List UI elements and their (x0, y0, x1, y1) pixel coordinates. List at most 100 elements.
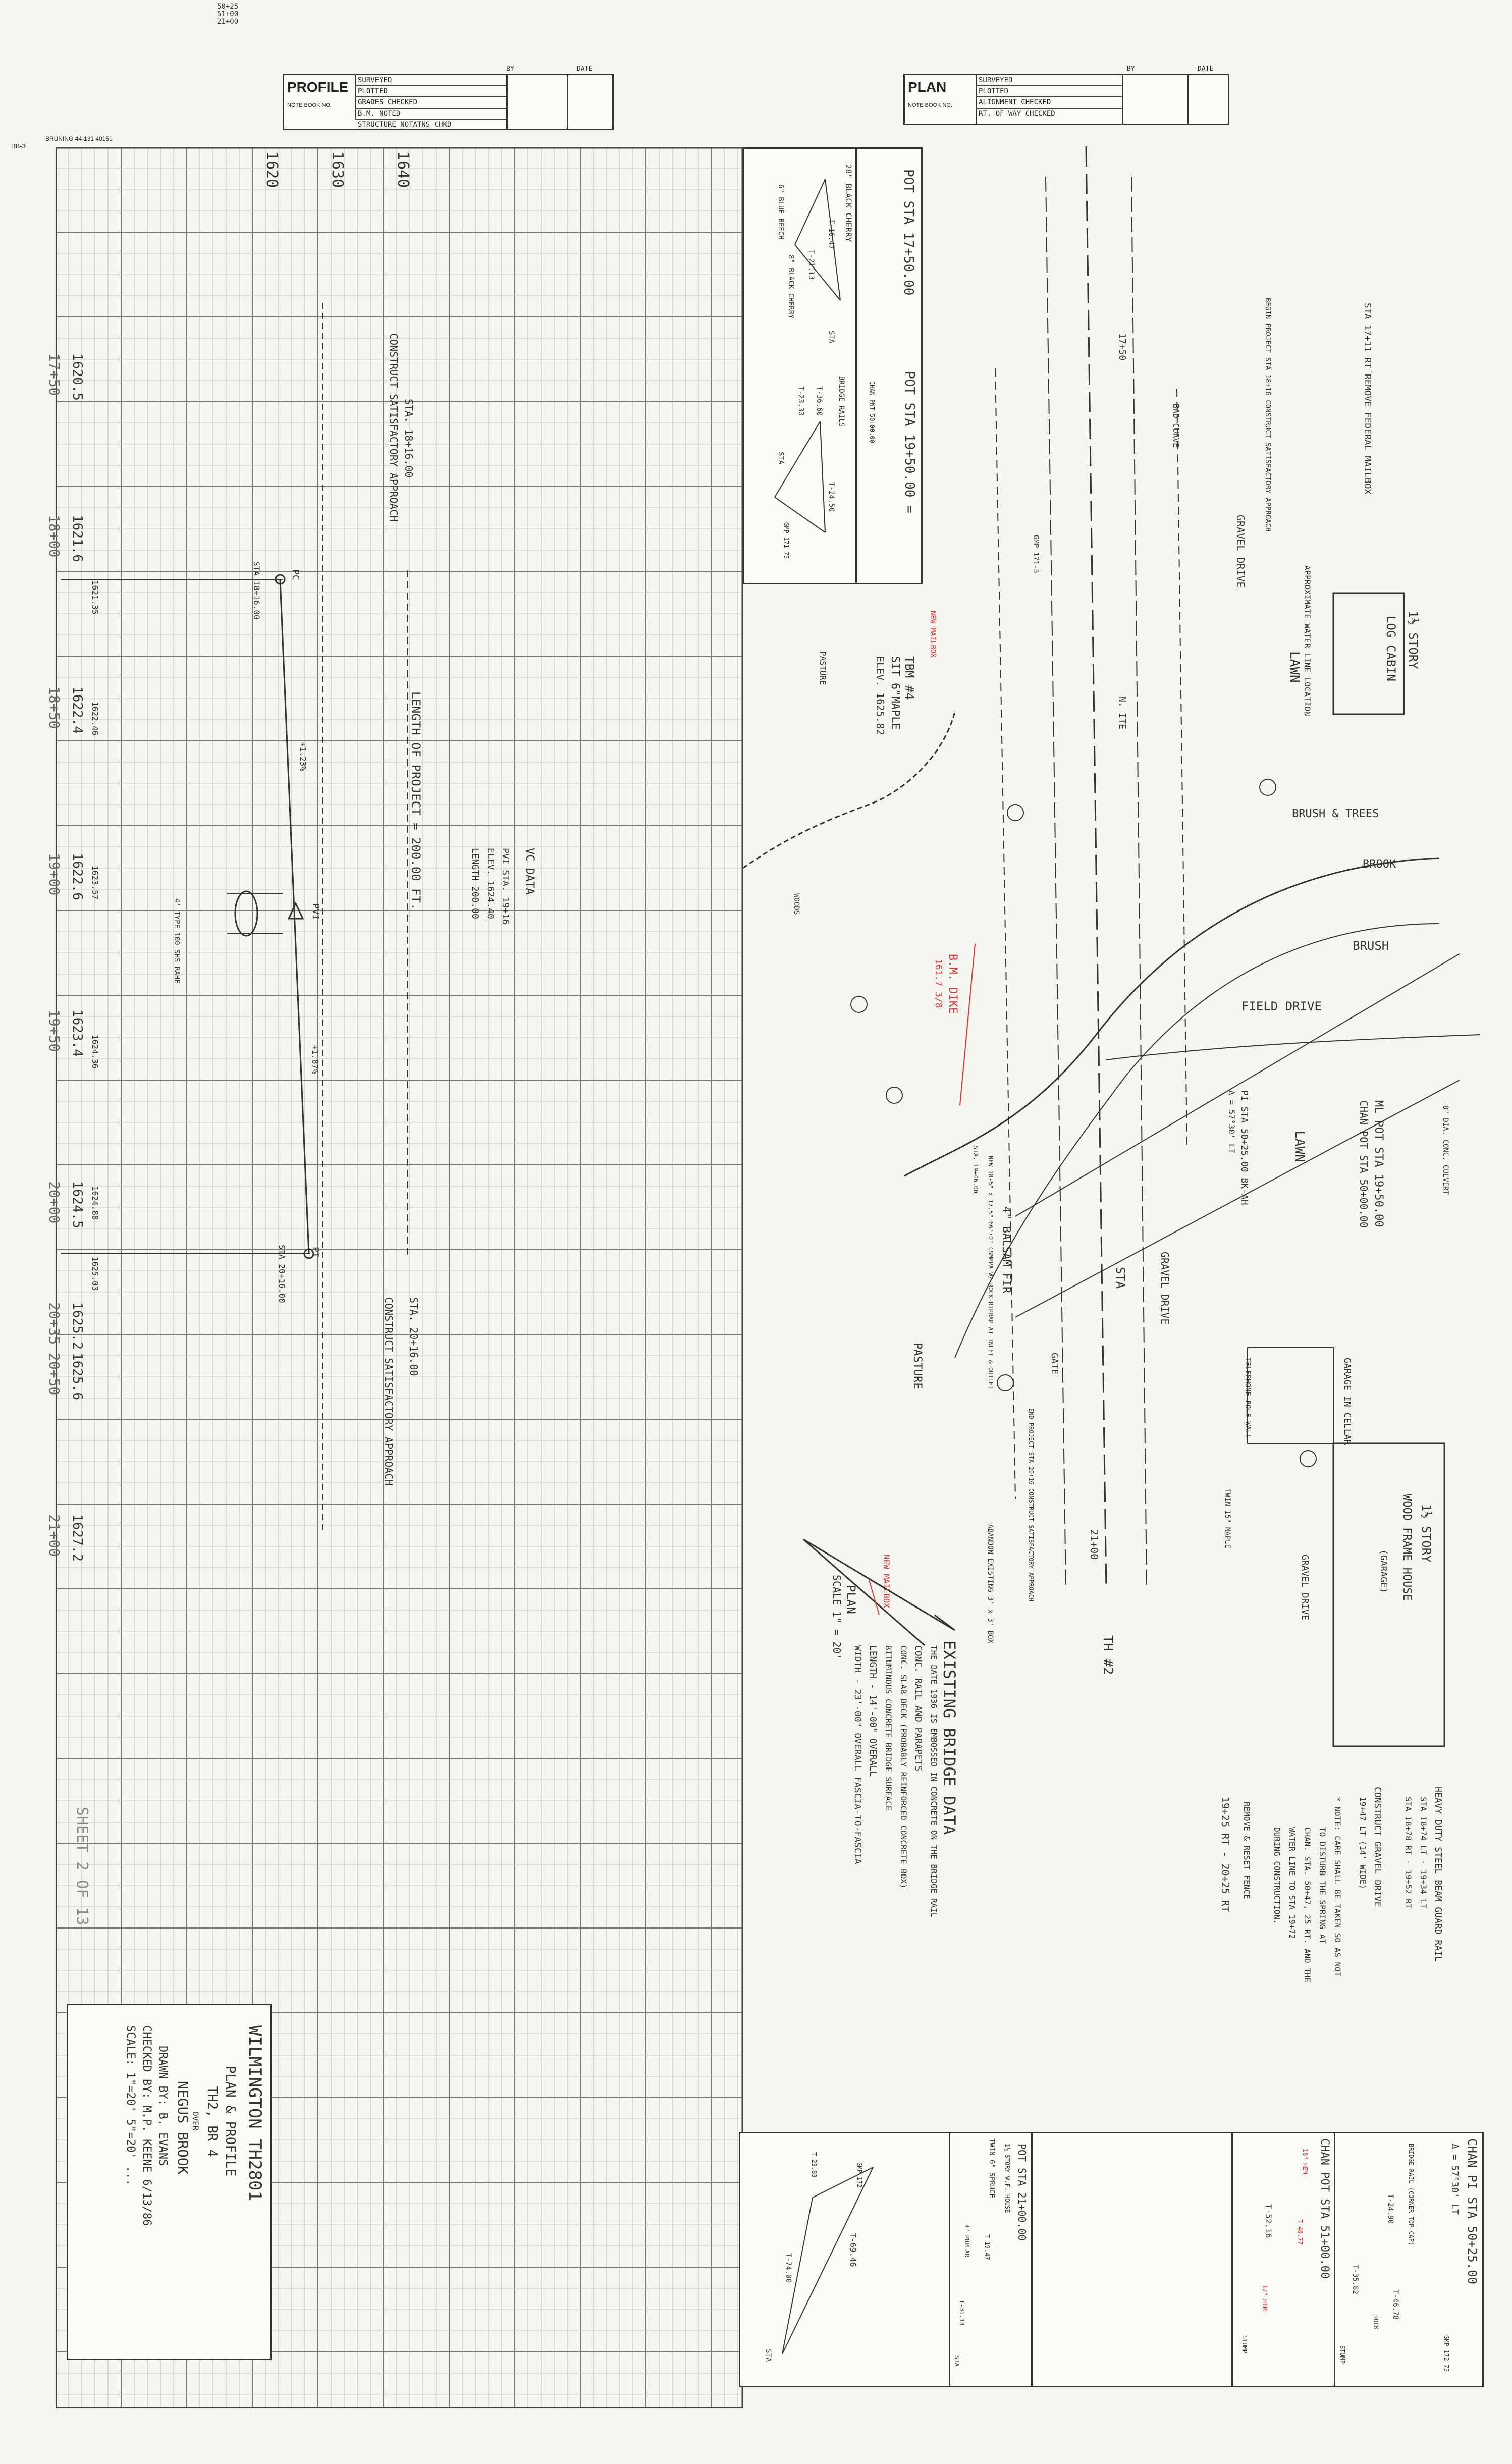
pvi-marker (287, 901, 304, 920)
pot-ties-sketch (774, 179, 841, 533)
gravel-drive-note: 19+47 LT (14' WIDE) (1358, 1797, 1368, 1890)
plan-note: BAD CURVE (1171, 404, 1181, 448)
tie-distance: T-31.13 (958, 2300, 965, 2326)
plan-note: 17+50 (1117, 333, 1127, 361)
plan-note: PASTURE (911, 1343, 924, 1389)
stamp: BRUNING 44-131 40151 (45, 135, 113, 142)
plan-note: 4" BALSAM FIR (1000, 1206, 1012, 1294)
bridge-data-line: CONC. RAIL AND PARAPETS (913, 1645, 924, 1772)
plan-note: LAWN (1292, 1131, 1307, 1162)
fence-note: 19+25 RT - 20+25 RT (1219, 1797, 1231, 1912)
tbm-label: SIT 6"MAPLE (889, 656, 901, 730)
profile-block-divider (506, 75, 508, 129)
tie-note: BRIDGE RAIL (CORNER TOP CAP) (1408, 2144, 1415, 2246)
box-title: CHAN POT STA 51+00.00 (1318, 2138, 1331, 2279)
care-note: CHAN. STA. 50+47, 25 RT. AND THE (1303, 1827, 1312, 1983)
plan-note: END PROJECT STA 20+16 CONSTRUCT SATISFAC… (1028, 1408, 1035, 1601)
plan-note: Δ = 57°30' LT (1227, 1090, 1236, 1154)
tie-note: STUMP (1241, 2335, 1248, 2354)
profile-grid (56, 147, 743, 2408)
plan-note: BRUSH & TREES (1292, 808, 1379, 820)
title-line: OVER (191, 2111, 200, 2131)
tree-symbol (1300, 1450, 1317, 1467)
fence-line (1176, 388, 1187, 1146)
plan-note: NEW 18-5" x 17.5" 66'±0" CSMPPA W/ ROCK … (987, 1156, 994, 1389)
plan-note: ABANDON EXISTING 3' x 3' BOX (986, 1524, 994, 1644)
bridge-data-line: BITUMINOUS CONCRETE BRIDGE SURFACE (884, 1645, 893, 1811)
plan-note: STA 17+11 RT REMOVE FEDERAL MAILBOX (1362, 303, 1373, 495)
plan-note: GRAVEL DRIVE (1234, 515, 1247, 588)
top-note: 50+25 51+00 21+00 (217, 3, 238, 26)
plan-note: BRUSH (1353, 939, 1389, 953)
bm-dike-label: B.M. DIKE (946, 954, 959, 1014)
bridge-data-line: LENGTH - 14'-00" OVERALL (868, 1645, 878, 1777)
grade-line (279, 579, 310, 1254)
plan-note: STA. 19+46.00 (972, 1146, 979, 1193)
fence-line (995, 368, 1016, 1499)
profile-block-notebook: NOTE BOOK NO. (287, 102, 332, 109)
bridge-data-line: CONC. SLAB DECK (PROBABLY REINFORCED CON… (899, 1645, 908, 1889)
plan-block-divider (1187, 75, 1189, 124)
tie-note: STUMP (1339, 2345, 1346, 2364)
profile-block-rows: SURVEYED PLOTTED GRADES CHECKED B.M. NOT… (355, 75, 506, 130)
top-note-line: 21+00 (217, 18, 239, 26)
chan-pi-box: CHAN PI STA 50+25.00 Δ = 57°30' LT BRIDG… (1332, 2132, 1484, 2387)
plan-note: 8" DIA. CONC. CULVERT (1441, 1105, 1449, 1195)
house-label: 1½ STORY (1419, 1504, 1433, 1563)
check-row: PLOTTED (976, 86, 1122, 97)
log-cabin-label: 1½ STORY (1406, 611, 1420, 669)
profile-block-date: DATE (577, 65, 593, 73)
plan-note: 21+00 (1088, 1529, 1100, 1560)
channel-line (1015, 1080, 1460, 1318)
box-sub: Δ = 57°30' LT (1449, 2144, 1460, 2215)
tie-distance: T-40.77 (1297, 2219, 1304, 2245)
check-row: SURVEYED (976, 75, 1122, 86)
plan-note: ML POT STA 19+50.00 (1372, 1100, 1385, 1227)
pot-1750-box: POT STA 17+50.00 28" BLACK CHERRY 6" BLU… (743, 147, 923, 584)
plan-block-by: BY (1127, 65, 1135, 73)
bm-dike-line (959, 943, 976, 1106)
bridge-data-title: EXISTING BRIDGE DATA (940, 1640, 959, 1835)
drawn-by: DRAWN BY: B. EVANS (156, 2046, 169, 2166)
house-label: (GARAGE) (1378, 1549, 1389, 1593)
check-row: B.M. NOTED (355, 109, 506, 120)
plan-note: TH #2 (1100, 1635, 1115, 1675)
log-cabin-label: LOG CABIN (1384, 616, 1398, 682)
box-title: POT STA 21+00.00 (1016, 2144, 1028, 2241)
tree-tie: 18" HEM (1302, 2149, 1309, 2174)
plan-note: LAWN (1287, 651, 1302, 683)
title-block: WILMINGTON TH2801 PLAN & PROFILE TH2, BR… (67, 2004, 272, 2360)
profile-line-overlay (61, 303, 408, 1534)
check-row: STRUCTURE NOTATNS CHKD (358, 121, 452, 129)
scale-line: SCALE: 1"=20' 5"=20' ... (124, 2025, 137, 2186)
care-note: TO DISTURB THE SPRING AT (1318, 1827, 1327, 1944)
bridge-data-line: WIDTH - 23'-00" OVERALL FASCIA-TO-FASCIA (852, 1645, 863, 1864)
gmp-tag: GMP 172 75 (1443, 2335, 1450, 2372)
plan-drawing (743, 146, 1480, 1747)
mailbox-arrow (869, 1579, 880, 1616)
guard-rail-note: STA 18+78 RT - 19+52 RT (1403, 1797, 1413, 1909)
plan-note: FIELD DRIVE (1241, 999, 1322, 1013)
plan-scale: SCALE 1" = 20' (831, 1575, 843, 1660)
road-edge (1131, 176, 1147, 1590)
sheet-code: BB-3 (11, 142, 26, 150)
tree-line (743, 711, 956, 869)
title-line: PLAN & PROFILE (223, 2066, 238, 2177)
plan-note: PI STA 50+25.00 BK-AH (1239, 1090, 1250, 1205)
plan-note: TELEPHONE POLE WALL (1244, 1358, 1252, 1439)
plan-note: N. ITE (1117, 697, 1127, 730)
plan-block-rows: SURVEYED PLOTTED ALIGNMENT CHECKED RT. O… (976, 75, 1122, 119)
plan-note: GATE (1049, 1353, 1060, 1375)
plan-block-notebook: NOTE BOOK NO. (908, 102, 953, 109)
road-edge (1045, 176, 1066, 1590)
tree-symbol (1007, 804, 1024, 821)
plan-note: TWIN 15" MAPLE (1223, 1489, 1231, 1549)
tree-tie: TWIN 6" SPRUCE (988, 2138, 996, 2199)
road-centerline (1085, 146, 1107, 1590)
plan-note: GRAVEL DRIVE (1300, 1555, 1310, 1621)
box-divider (855, 149, 857, 583)
plan-note: CHAN POT STA 50+00.00 (1358, 1100, 1370, 1228)
plan-note: WOODS (792, 893, 800, 915)
title-line: TH2, BR 4 (204, 2086, 220, 2157)
